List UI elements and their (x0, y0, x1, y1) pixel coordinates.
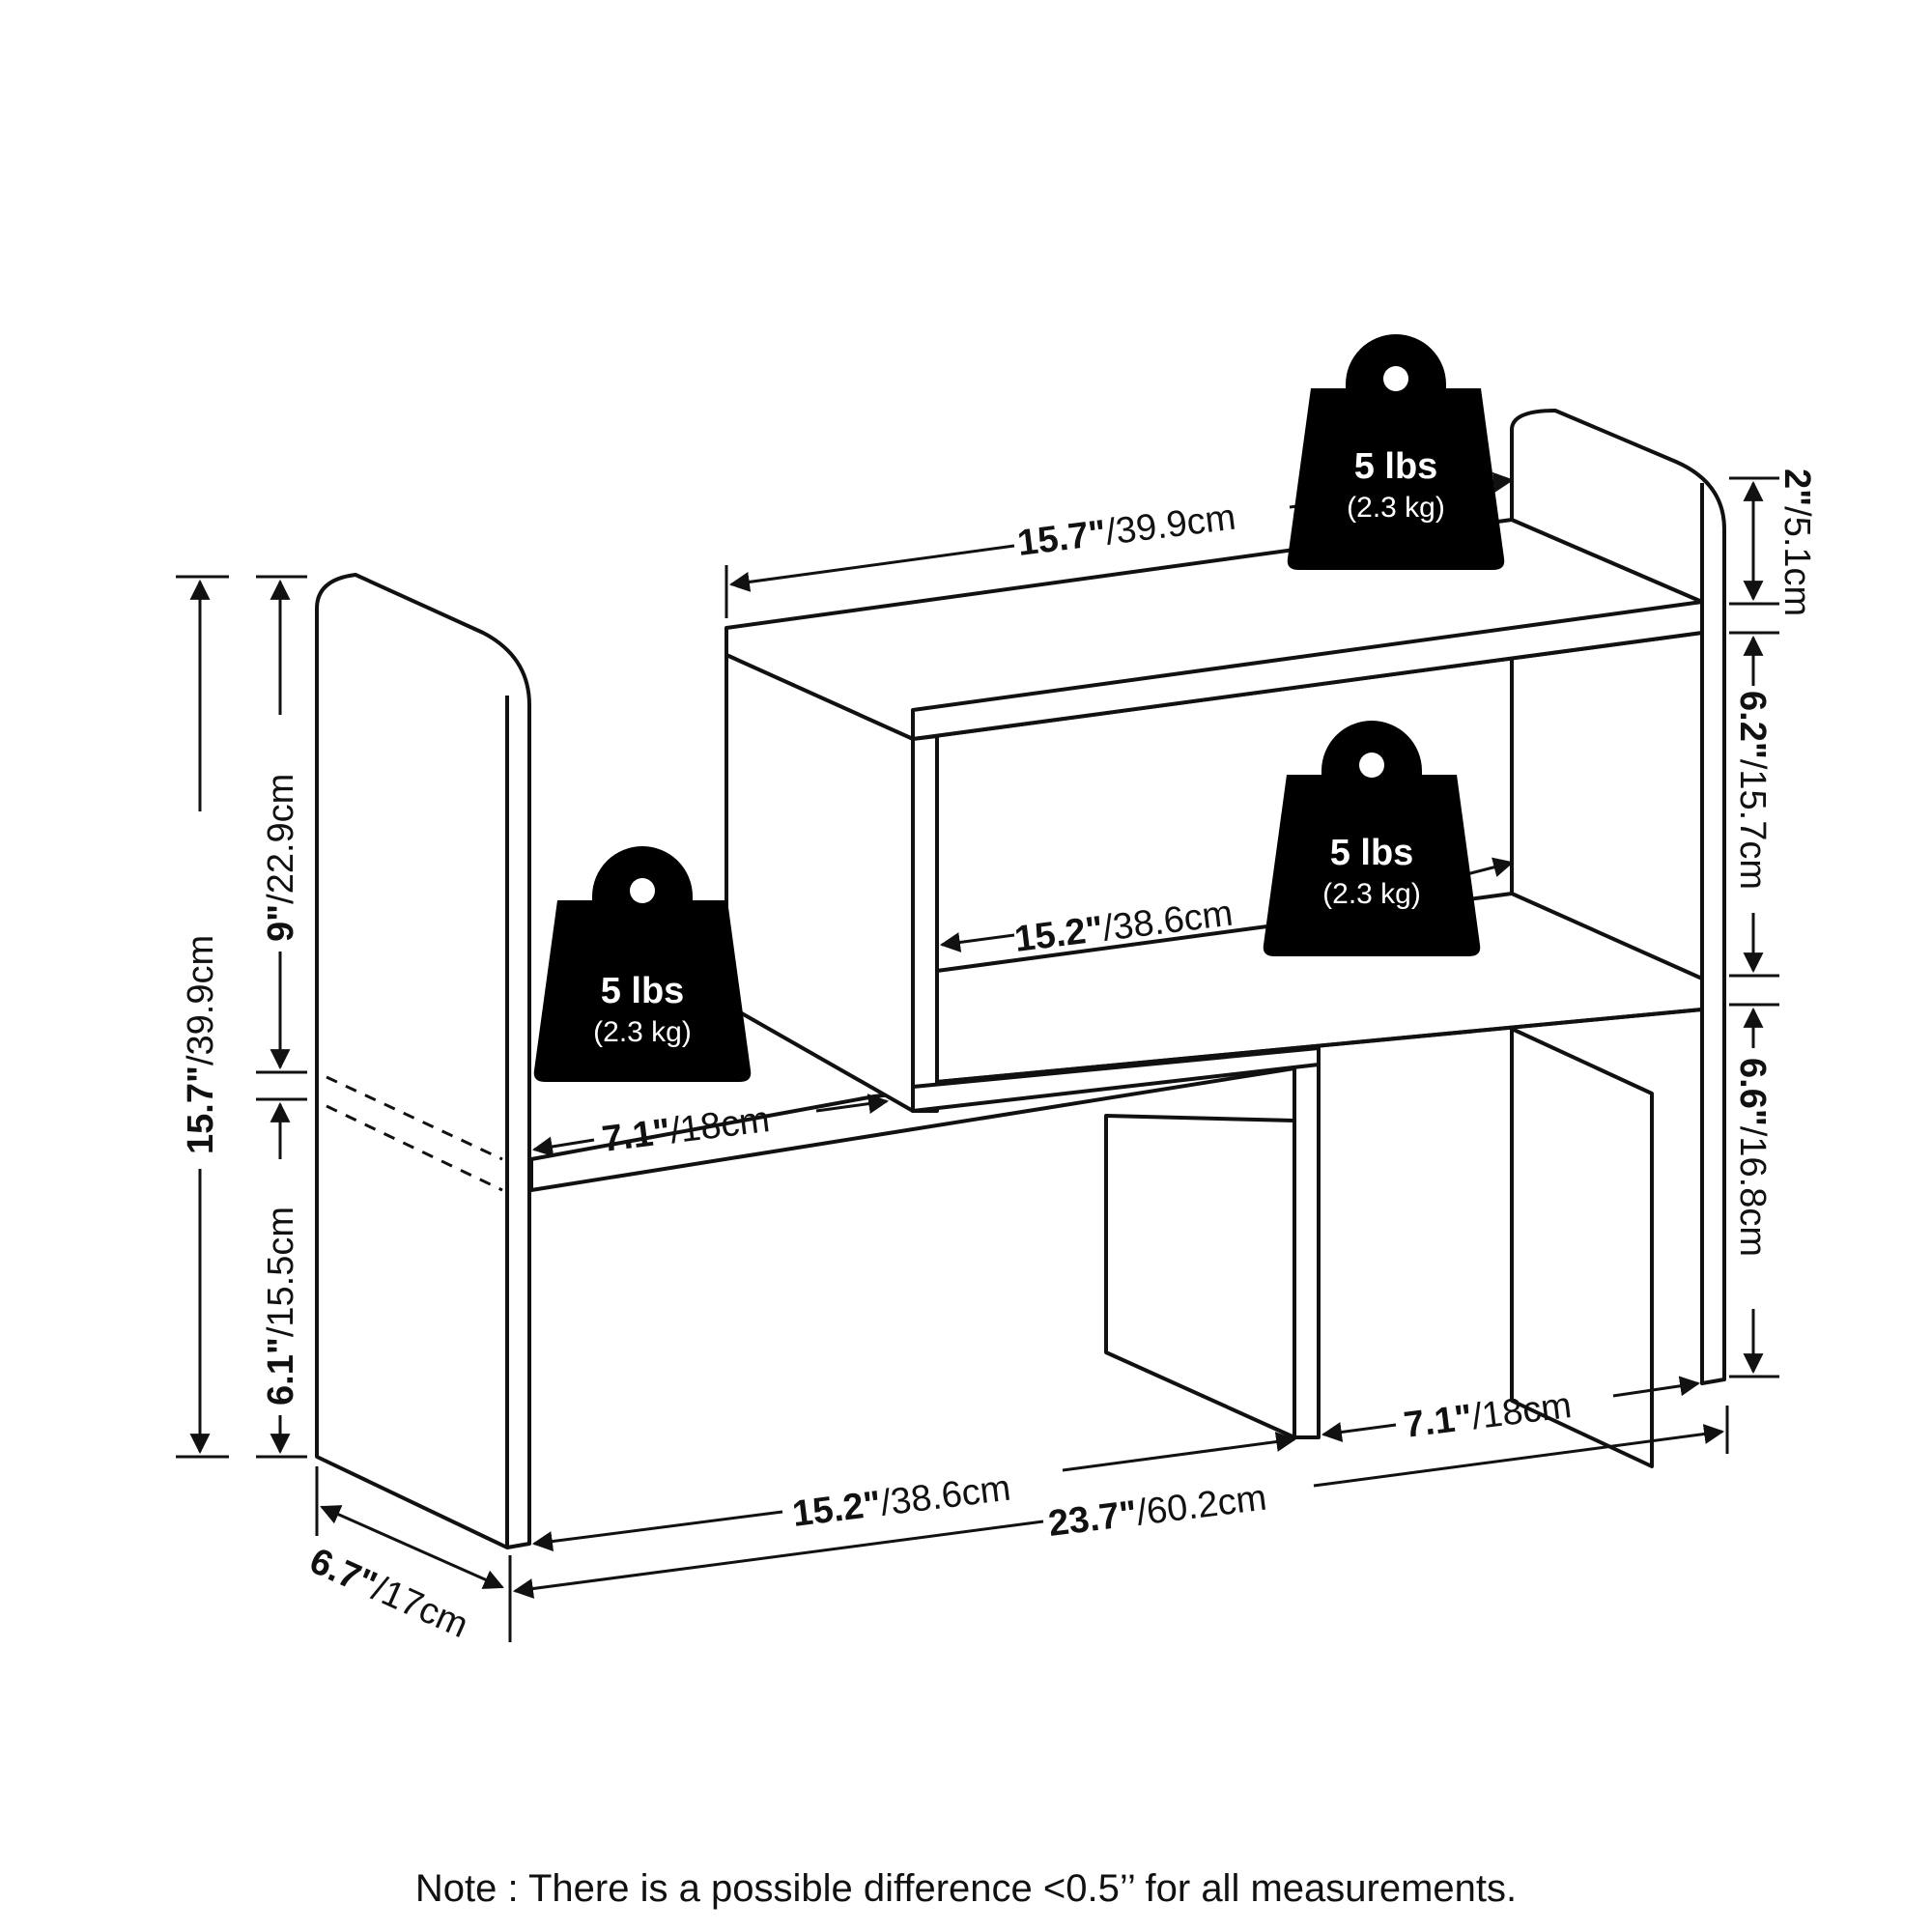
svg-text:(2.3 kg): (2.3 kg) (1347, 492, 1445, 524)
left-total-height-label: 15.7"/39.9cm (181, 935, 221, 1154)
lower-shelf-right-leg (1293, 1063, 1321, 1439)
right-gap-width-label: 7.1"/18cm (1402, 1385, 1574, 1446)
dimension-lines (176, 471, 1779, 1642)
weight-icon-middle: 5 lbs (2.3 kg) (1263, 721, 1481, 956)
left-lower-height-label: 6.1"/15.5cm (261, 1207, 301, 1406)
middle-divider-panel (1104, 1114, 1296, 1439)
right-low-height-label: 6.6"/16.8cm (1732, 1058, 1773, 1257)
right-top-height-label: 2"/5.1cm (1776, 469, 1817, 616)
right-divider-panel (1510, 1027, 1654, 1468)
svg-text:5 lbs: 5 lbs (601, 971, 685, 1011)
left-upper-height-label: 9"/22.9cm (261, 774, 301, 942)
svg-text:(2.3 kg): (2.3 kg) (1322, 878, 1421, 910)
top-shelf-width-label: 15.7"/39.9cm (1015, 497, 1238, 564)
hidden-shelf-line (326, 1104, 503, 1192)
depth-label: 6.7"/17cm (303, 1541, 473, 1646)
upper-box-front-post (911, 734, 939, 1113)
box-middle-front-edge (936, 1008, 1703, 1084)
svg-text:5 lbs: 5 lbs (1330, 833, 1414, 873)
hidden-shelf-line (326, 1075, 503, 1161)
shelf-drawing (315, 409, 1726, 1549)
right-mid-height-label: 6.2"/15.7cm (1732, 691, 1773, 890)
weight-icon-top: 5 lbs (2.3 kg) (1287, 334, 1505, 570)
svg-text:5 lbs: 5 lbs (1354, 446, 1438, 487)
svg-text:(2.3 kg): (2.3 kg) (593, 1016, 692, 1048)
total-width-label: 23.7"/60.2cm (1046, 1478, 1269, 1545)
weight-icon-left: 5 lbs (2.3 kg) (533, 846, 752, 1082)
measurement-note: Note : There is a possible difference <0… (415, 1867, 1517, 1910)
left-end-panel (315, 573, 531, 1549)
upper-box-bottom-board (911, 1046, 1321, 1113)
bottom-inner-width-label: 15.2"/38.6cm (790, 1468, 1013, 1535)
